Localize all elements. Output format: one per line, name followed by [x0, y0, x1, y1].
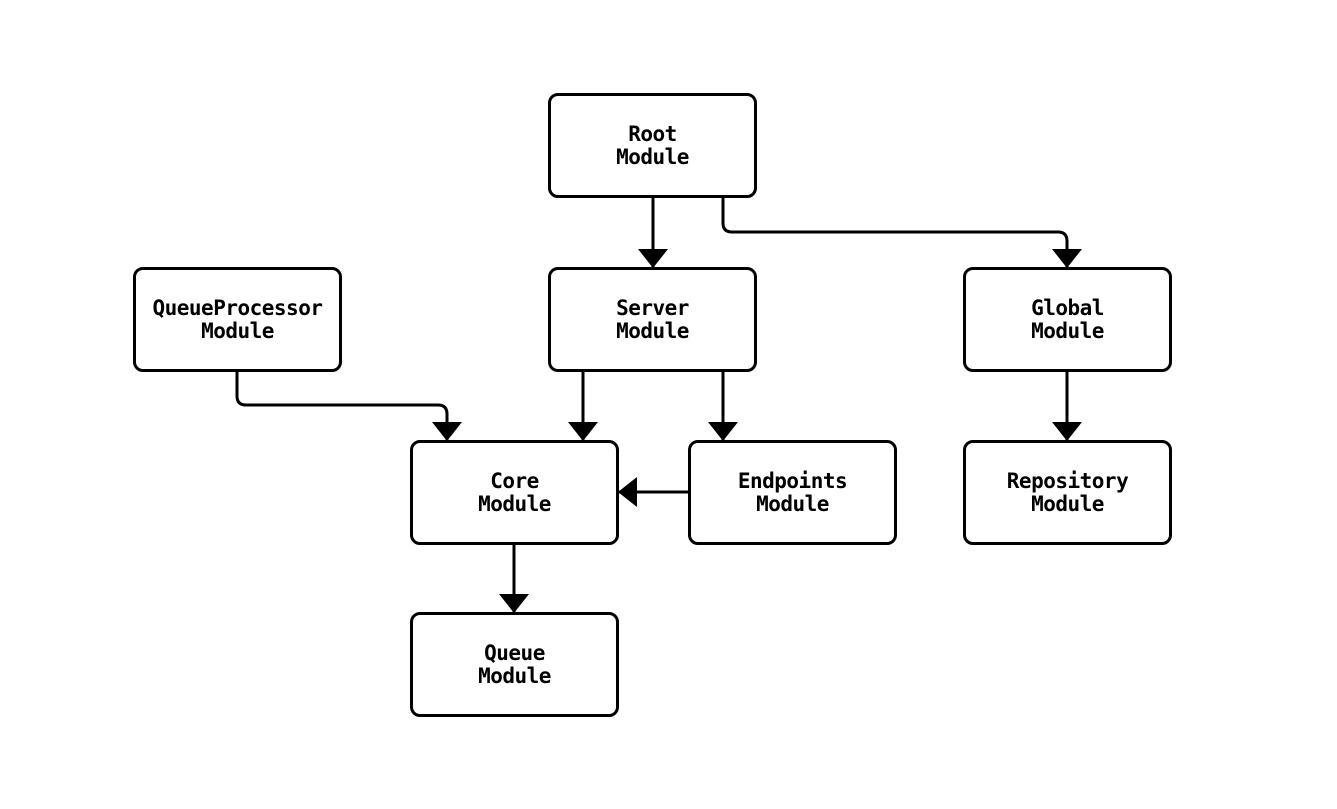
node-label: Core Module [478, 468, 551, 516]
node-label: Endpoints Module [737, 468, 848, 516]
edges-group [235, 198, 1082, 613]
node-server-module: Server Module [548, 267, 757, 372]
node-root-module: Root Module [548, 93, 757, 198]
node-label: Repository Module [1006, 468, 1129, 516]
node-label: Global Module [1031, 295, 1104, 343]
node-core-module: Core Module [410, 440, 619, 545]
node-label: Server Module [616, 295, 689, 343]
node-repository-module: Repository Module [963, 440, 1172, 545]
edge-root-to-global [721, 198, 1082, 268]
node-global-module: Global Module [963, 267, 1172, 372]
node-queueprocessor-module: QueueProcessor Module [133, 267, 342, 372]
node-label: Root Module [616, 121, 689, 169]
node-label: Queue Module [478, 640, 551, 688]
edge-queueprocessor-to-core [235, 372, 462, 441]
node-endpoints-module: Endpoints Module [688, 440, 897, 545]
node-queue-module: Queue Module [410, 612, 619, 717]
node-label: QueueProcessor Module [152, 295, 323, 343]
